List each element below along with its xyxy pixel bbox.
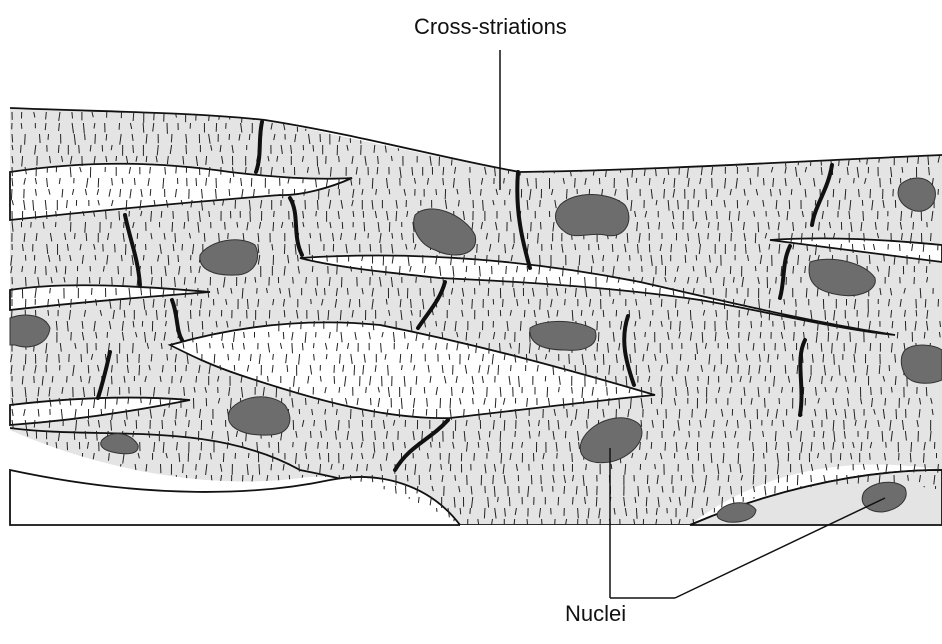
nuclei-label: Nuclei — [565, 601, 626, 627]
cross-striations-label: Cross-striations — [414, 14, 567, 40]
nucleus — [555, 194, 629, 235]
nucleus — [901, 345, 942, 383]
nucleus — [530, 321, 596, 350]
nucleus — [228, 397, 290, 435]
